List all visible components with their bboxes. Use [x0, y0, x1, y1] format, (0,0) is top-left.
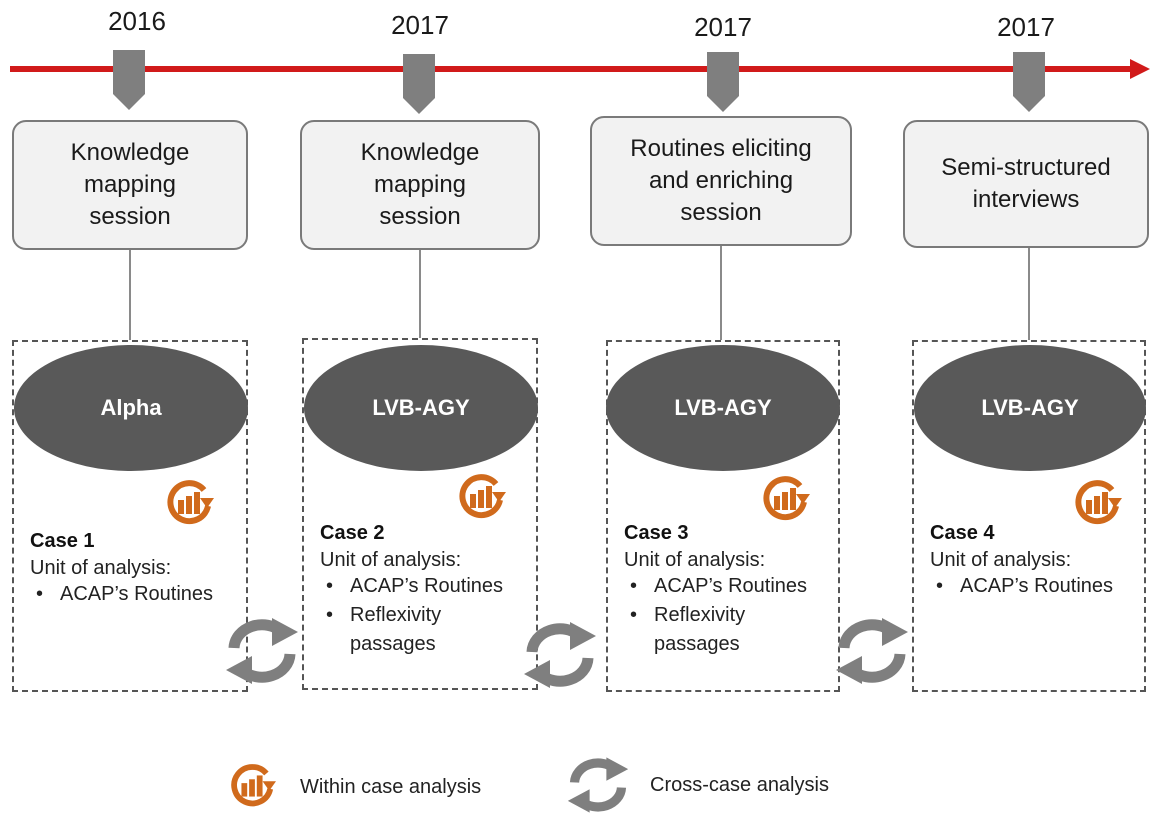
- unit-of-analysis-label: Unit of analysis:: [320, 549, 462, 571]
- unit-list: ACAP’s Routines: [30, 580, 245, 609]
- unit-list: ACAP’s Routines: [930, 572, 1145, 601]
- timeline-arrowhead: [1130, 59, 1150, 79]
- timeline-marker-2: [403, 54, 435, 114]
- case-title: Case 3: [624, 522, 689, 544]
- org-ellipse-3: LVB-AGY: [606, 345, 840, 471]
- case-box-4: [912, 340, 1146, 692]
- case-box-3: [606, 340, 840, 692]
- case-box-1: [12, 340, 248, 692]
- unit-item: Reflexivity passages: [624, 601, 804, 659]
- unit-of-analysis-label: Unit of analysis:: [930, 549, 1072, 571]
- session-box-4: Semi-structured interviews: [903, 120, 1149, 248]
- within-case-analysis-icon: [459, 474, 506, 519]
- year-label-3: 2017: [694, 12, 752, 42]
- case-title: Case 4: [930, 522, 995, 544]
- case-text-3: Case 3 Unit of analysis: ACAP’s Routines…: [624, 522, 839, 659]
- cross-case-analysis-icon: [567, 757, 629, 813]
- case-text-1: Case 1 Unit of analysis: ACAP’s Routines: [30, 530, 245, 609]
- cross-case-analysis-icon: [226, 618, 298, 684]
- case-box-2: [302, 338, 538, 690]
- year-label-1: 2016: [108, 6, 166, 36]
- timeline-marker-1: [113, 50, 145, 110]
- within-case-analysis-icon: [763, 476, 810, 521]
- unit-item: ACAP’s Routines: [624, 572, 839, 601]
- timeline-marker-3: [707, 52, 739, 112]
- connector-line-1: [129, 250, 131, 340]
- year-label-4: 2017: [997, 12, 1055, 42]
- unit-item: ACAP’s Routines: [30, 580, 245, 609]
- connector-line-4: [1028, 248, 1030, 340]
- org-ellipse-1: Alpha: [14, 345, 248, 471]
- connector-line-3: [720, 246, 722, 340]
- org-ellipse-2: LVB-AGY: [304, 345, 538, 471]
- cross-case-analysis-icon: [524, 622, 596, 688]
- unit-list: ACAP’s Routines Reflexivity passages: [624, 572, 839, 659]
- case-text-4: Case 4 Unit of analysis: ACAP’s Routines: [930, 522, 1145, 601]
- within-case-analysis-icon: [167, 480, 214, 525]
- cross-case-analysis-icon: [836, 618, 908, 684]
- unit-item: ACAP’s Routines: [320, 572, 535, 601]
- case-title: Case 2: [320, 522, 385, 544]
- unit-list: ACAP’s Routines Reflexivity passages: [320, 572, 535, 659]
- case-title: Case 1: [30, 530, 95, 552]
- unit-item: Reflexivity passages: [320, 601, 500, 659]
- legend-within-label: Within case analysis: [300, 776, 482, 798]
- unit-item: ACAP’s Routines: [930, 572, 1145, 601]
- unit-of-analysis-label: Unit of analysis:: [30, 557, 172, 579]
- session-box-1: Knowledge mapping session: [12, 120, 248, 250]
- unit-of-analysis-label: Unit of analysis:: [624, 549, 766, 571]
- connector-line-2: [419, 250, 421, 338]
- within-case-analysis-icon: [231, 764, 276, 807]
- session-box-2: Knowledge mapping session: [300, 120, 540, 250]
- session-box-3: Routines eliciting and enriching session: [590, 116, 852, 246]
- timeline-marker-4: [1013, 52, 1045, 112]
- org-ellipse-4: LVB-AGY: [914, 345, 1146, 471]
- legend-cross-label: Cross-case analysis: [650, 774, 829, 796]
- within-case-analysis-icon: [1075, 480, 1122, 525]
- case-text-2: Case 2 Unit of analysis: ACAP’s Routines…: [320, 522, 535, 659]
- timeline-line: [10, 66, 1138, 72]
- year-label-2: 2017: [391, 10, 449, 40]
